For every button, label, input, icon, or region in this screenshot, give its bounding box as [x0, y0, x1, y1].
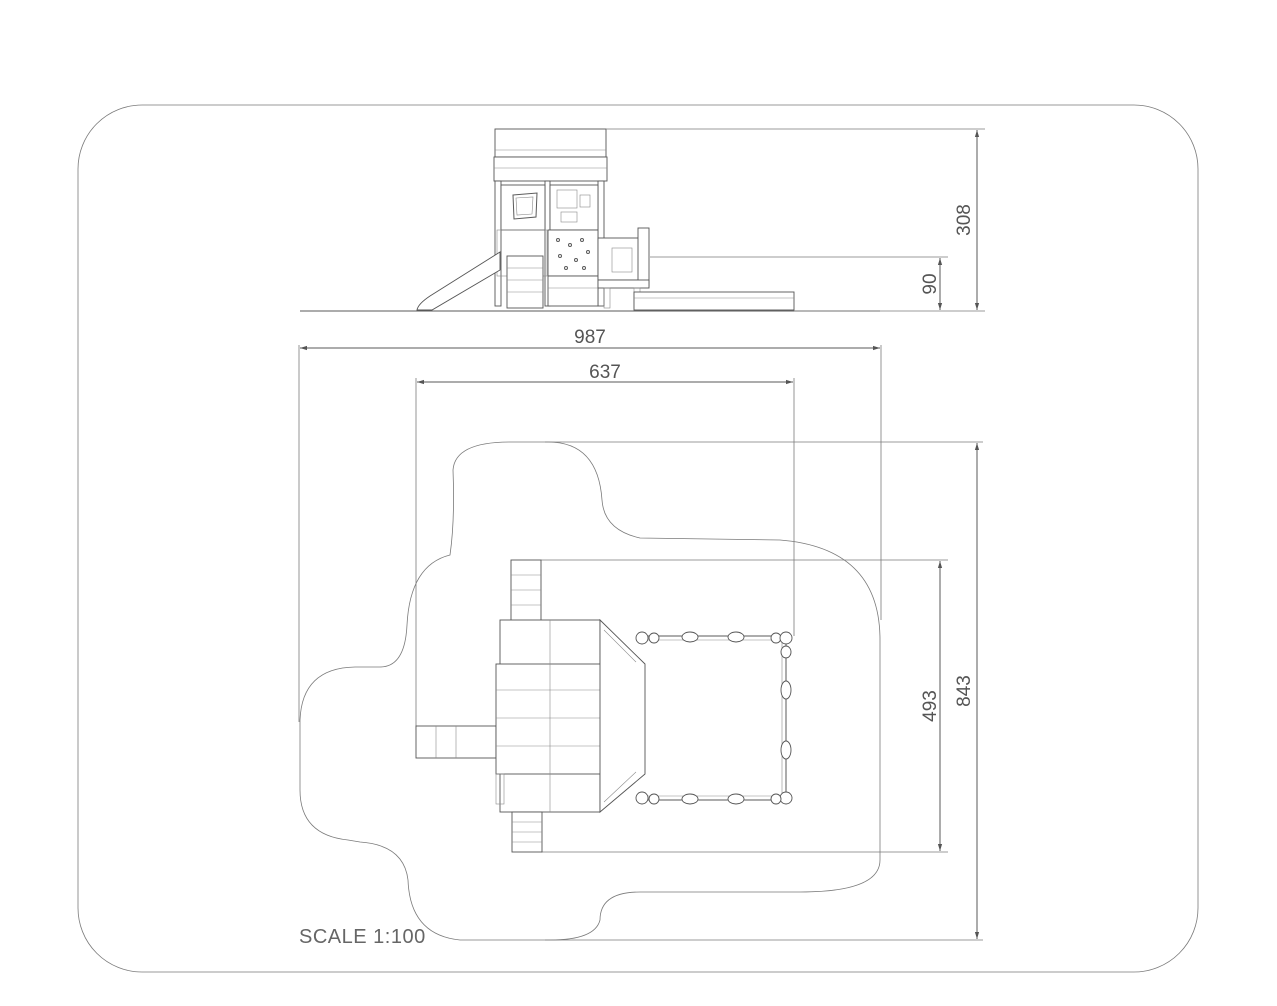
side-elevation — [300, 128, 880, 312]
dimension-plan-width-total: 987 — [300, 327, 880, 351]
dimension-side-height-total: 308 — [954, 130, 980, 310]
sandbox-edge — [633, 291, 795, 311]
svg-text:637: 637 — [589, 362, 621, 383]
roof — [494, 128, 607, 158]
dimension-plan-depth-equipment: 493 — [920, 561, 943, 851]
equipment-plan — [415, 559, 793, 853]
svg-text:493: 493 — [920, 690, 941, 722]
scale-label: SCALE 1:100 — [299, 926, 426, 948]
climbing-panel — [547, 229, 599, 277]
top-steps — [510, 559, 542, 623]
sand-panel — [597, 237, 641, 281]
svg-text:308: 308 — [954, 204, 975, 236]
dimension-plan-depth-total: 843 — [954, 443, 980, 939]
dimension-plan-width-equipment: 637 — [417, 362, 793, 385]
dimension-side-height-platform: 90 — [920, 258, 943, 310]
svg-text:90: 90 — [920, 273, 941, 294]
svg-text:987: 987 — [574, 327, 606, 348]
sandbox-frame — [635, 631, 793, 805]
side-deck — [599, 618, 646, 813]
upper-panel-left — [500, 184, 546, 231]
upper-panel-right — [549, 184, 599, 231]
slide — [416, 251, 501, 311]
sheet-border — [77, 104, 1199, 973]
ladder — [506, 255, 544, 309]
svg-text:843: 843 — [954, 675, 975, 707]
